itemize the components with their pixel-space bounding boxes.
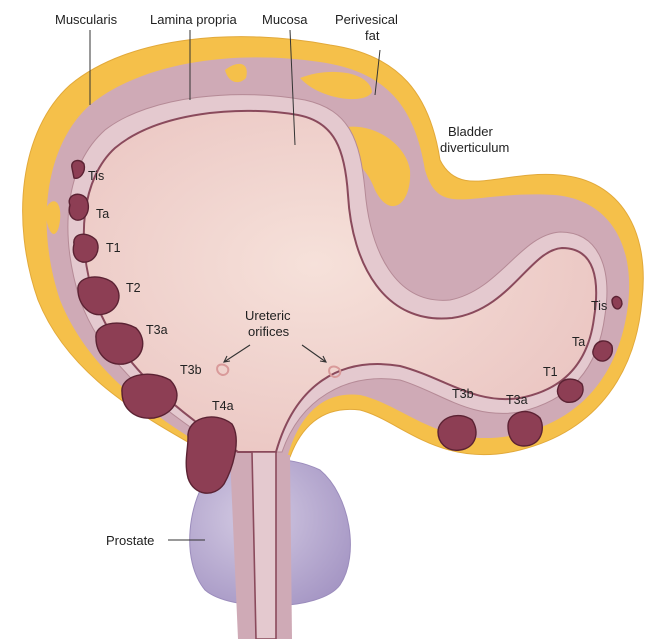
tumor-t3b-left — [122, 374, 177, 418]
stage-label-left-tis: Tis — [88, 169, 104, 183]
urethra-lumen — [252, 452, 276, 639]
label-muscularis: Muscularis — [55, 12, 118, 27]
stage-label-right-ta: Ta — [572, 335, 585, 349]
tumor-tis-right — [612, 297, 622, 309]
tumor-t1-left — [73, 234, 98, 262]
stage-label-left-ta: Ta — [96, 207, 109, 221]
tumor-t1-right — [557, 379, 583, 402]
stage-label-left-t4a: T4a — [212, 399, 234, 413]
label-bladder-diverticulum-1: Bladder — [448, 124, 493, 139]
label-bladder-diverticulum-2: diverticulum — [440, 140, 509, 155]
label-ureteric-orifices-1: Ureteric — [245, 308, 291, 323]
tumor-ta-left — [69, 194, 88, 220]
stage-label-left-t3b: T3b — [180, 363, 202, 377]
stage-label-left-t2: T2 — [126, 281, 141, 295]
stage-label-right-t3a: T3a — [506, 393, 528, 407]
tumor-t3a-right — [508, 412, 542, 446]
label-prostate: Prostate — [106, 533, 154, 548]
label-ureteric-orifices-2: orifices — [248, 324, 290, 339]
stage-label-right-t3b: T3b — [452, 387, 474, 401]
label-perivesical-fat-1: Perivesical — [335, 12, 398, 27]
stage-label-right-t1: T1 — [543, 365, 558, 379]
stage-label-left-t3a: T3a — [146, 323, 168, 337]
tumor-ta-right — [593, 341, 613, 361]
label-mucosa: Mucosa — [262, 12, 308, 27]
label-lamina-propria: Lamina propria — [150, 12, 237, 27]
stage-label-right-tis: Tis — [591, 299, 607, 313]
label-perivesical-fat-2: fat — [365, 28, 380, 43]
stage-label-left-t1: T1 — [106, 241, 121, 255]
tumor-t3b-right — [438, 416, 476, 451]
